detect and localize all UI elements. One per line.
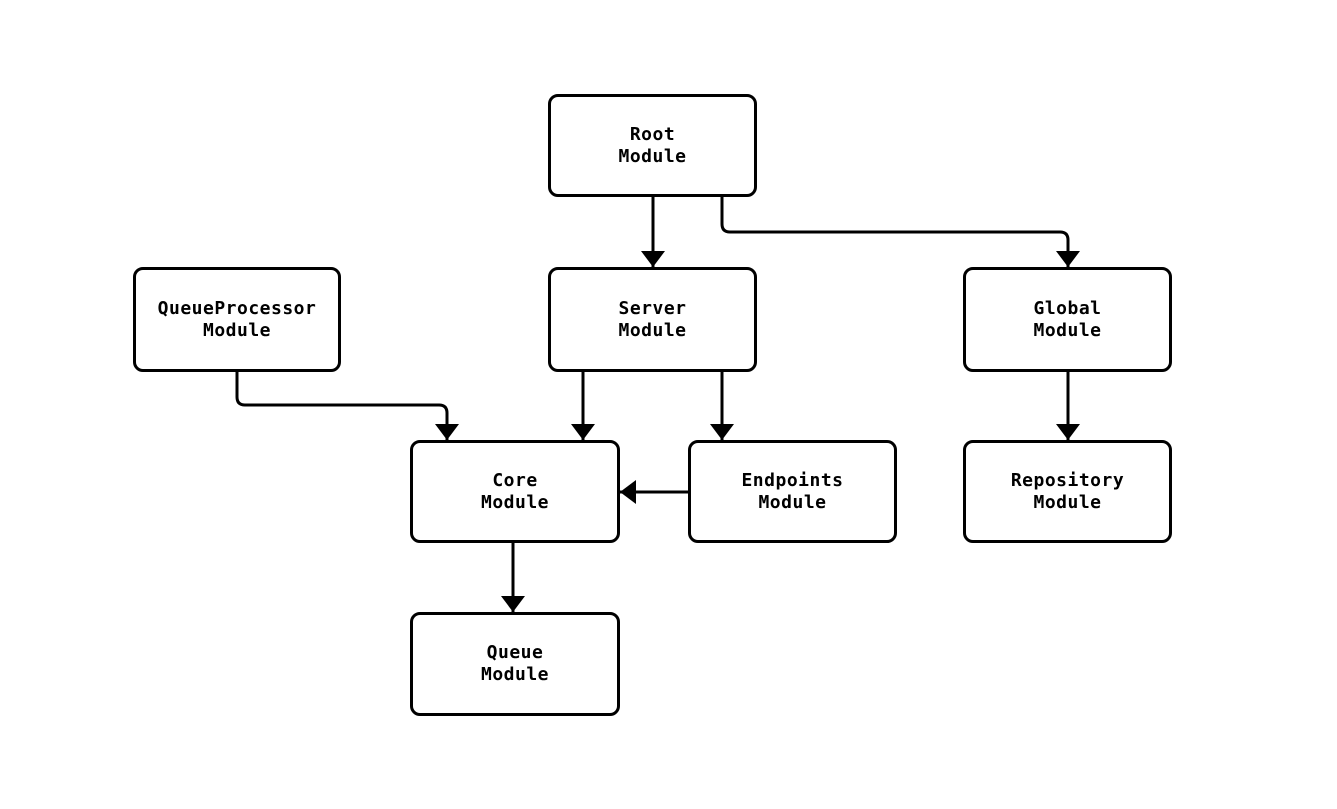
arrowhead-endpoints-module-to-core-module (620, 480, 636, 504)
node-label-repository-module: Repository Module (1010, 469, 1125, 513)
arrowhead-root-module-to-server-module (641, 251, 665, 267)
node-queue-module: Queue Module (410, 612, 620, 716)
node-global-module: Global Module (963, 267, 1172, 372)
arrowhead-global-module-to-repository-module (1056, 424, 1080, 440)
arrowhead-core-module-to-queue-module (501, 596, 525, 612)
node-core-module: Core Module (410, 440, 620, 543)
node-server-module: Server Module (548, 267, 757, 372)
node-label-server-module: Server Module (618, 297, 687, 341)
arrowhead-queueprocessor-module-to-core-module (435, 424, 459, 440)
node-repository-module: Repository Module (963, 440, 1172, 543)
arrowhead-server-module-to-endpoints-module (710, 424, 734, 440)
node-label-endpoints-module: Endpoints Module (741, 469, 844, 513)
node-label-root-module: Root Module (618, 123, 687, 167)
edge-root-module-to-global-module (720, 197, 1070, 267)
node-label-global-module: Global Module (1033, 297, 1102, 341)
node-root-module: Root Module (548, 94, 757, 197)
arrowhead-root-module-to-global-module (1056, 251, 1080, 267)
node-label-core-module: Core Module (480, 469, 550, 513)
node-label-queueprocessor-module: QueueProcessor Module (157, 297, 317, 341)
arrowhead-server-module-to-core-module (571, 424, 595, 440)
node-queueprocessor-module: QueueProcessor Module (133, 267, 341, 372)
edge-queueprocessor-module-to-core-module (235, 372, 449, 440)
node-label-queue-module: Queue Module (480, 642, 550, 685)
node-endpoints-module: Endpoints Module (688, 440, 897, 543)
